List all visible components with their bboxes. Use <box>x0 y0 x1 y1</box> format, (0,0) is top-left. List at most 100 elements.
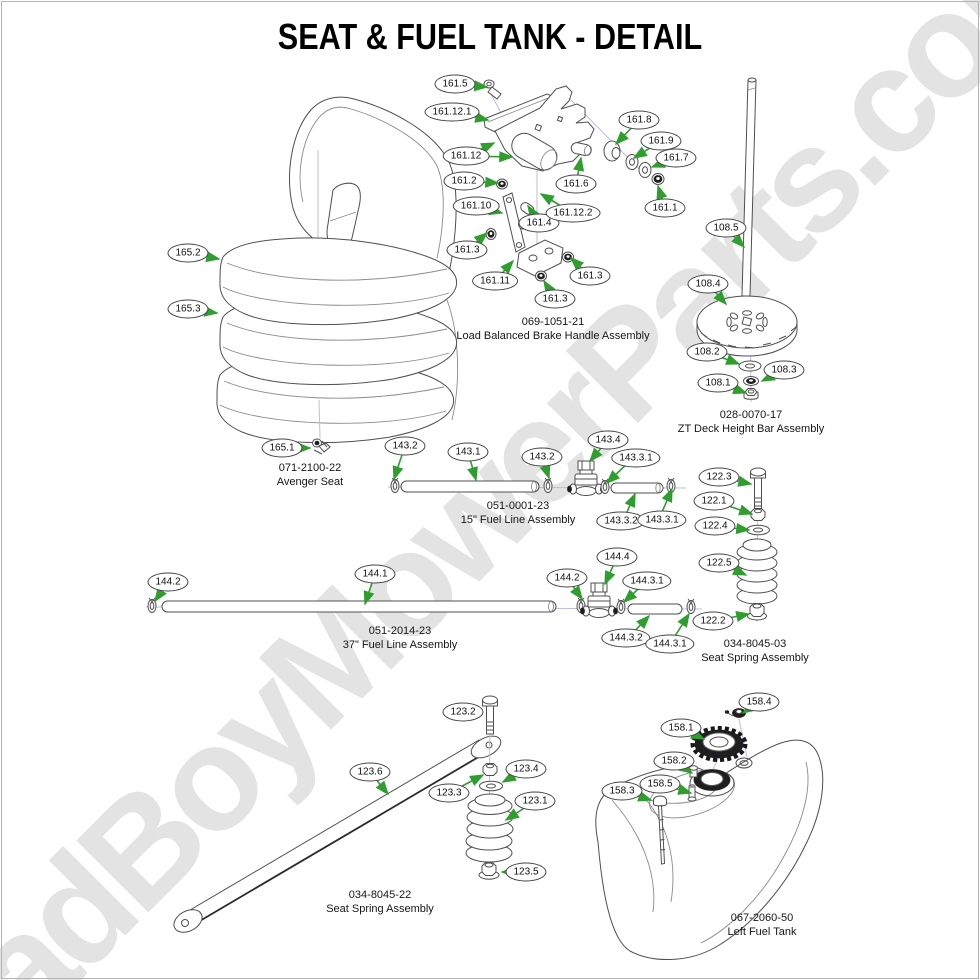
height-bar-rod <box>741 79 757 297</box>
seat-part-number: 071-2100-22 <box>278 462 342 474</box>
callout-161-9: 161.9 <box>640 131 682 151</box>
fuel-tank-label: 067-2060-50 Left Fuel Tank <box>728 911 797 940</box>
spring-122-5 <box>736 538 778 605</box>
bolt-158-3 <box>653 795 667 865</box>
callout-143-2-b: 143.2 <box>521 447 563 467</box>
callout-161-11: 161.11 <box>472 271 518 291</box>
callout-161-12-1: 161.12.1 <box>424 102 480 122</box>
callout-161-5: 161.5 <box>434 74 476 94</box>
washer-108-2 <box>738 360 762 372</box>
callout-158-5: 158.5 <box>639 774 681 794</box>
callout-144-1: 144.1 <box>354 564 396 584</box>
filler-neck <box>689 769 735 797</box>
callout-122-2: 122.2 <box>692 611 734 631</box>
pin-161-6 <box>570 142 593 157</box>
callout-123-1: 123.1 <box>514 791 556 811</box>
callout-108-3: 108.3 <box>763 360 805 380</box>
fuel-hose-37 <box>161 600 557 613</box>
callout-122-1: 122.1 <box>693 491 735 511</box>
brake-handle-label: 069-1051-21 Load Balanced Brake Handle A… <box>456 315 649 344</box>
fuel-tank-part-number: 067-2060-50 <box>730 912 794 924</box>
link-arm-161-10 <box>502 192 526 253</box>
callout-123-3: 123.3 <box>428 783 470 803</box>
brake-handle-name: Load Balanced Brake Handle Assembly <box>456 330 650 343</box>
fuel-line-15-part-number: 051-0001-23 <box>486 500 550 512</box>
page-title: SEAT & FUEL TANK - DETAIL <box>277 16 703 57</box>
bushing-161-3b <box>535 270 547 282</box>
callout-161-12-2: 161.12.2 <box>545 203 601 223</box>
seat-spring-22-name: Seat Spring Assembly <box>326 903 434 916</box>
fuel-line-15-label: 051-0001-23 15" Fuel Line Assembly <box>461 499 576 528</box>
grommet-158-4 <box>724 708 746 718</box>
callout-143-2-a: 143.2 <box>384 436 426 456</box>
nut-161-2 <box>496 178 508 190</box>
nut-108-1 <box>743 388 759 400</box>
fuel-line-15-name: 15" Fuel Line Assembly <box>460 514 576 527</box>
callout-158-4: 158.4 <box>738 692 780 712</box>
lock-washer-108-3 <box>743 376 759 386</box>
fuel-cap-158-1 <box>690 726 748 762</box>
callout-143-3-1-b: 143.3.1 <box>637 510 687 530</box>
fuel-hose-short <box>610 482 664 494</box>
spring-123-1 <box>465 793 514 863</box>
callout-144-3-1-a: 144.3.1 <box>622 571 672 591</box>
callout-144-4: 144.4 <box>596 547 638 567</box>
seat-spring-03-part-number: 034-8045-03 <box>723 638 787 650</box>
callout-161-3-a: 161.3 <box>446 240 488 260</box>
callout-143-4: 143.4 <box>587 430 629 450</box>
fuel-line-15-drawing <box>387 460 687 496</box>
callout-122-3: 122.3 <box>698 467 740 487</box>
fuel-hose-15 <box>400 480 540 493</box>
fuel-filter-144-4 <box>580 582 618 618</box>
callout-165-1: 165.1 <box>261 438 303 458</box>
callout-161-6: 161.6 <box>555 174 597 194</box>
seat-name: Avenger Seat <box>276 476 344 489</box>
fuel-line-37-drawing <box>145 582 703 618</box>
callout-165-3: 165.3 <box>167 299 209 319</box>
seat-drawing <box>216 96 459 455</box>
callout-143-3-2: 143.3.2 <box>596 511 646 531</box>
deck-height-bar-name: ZT Deck Height Bar Assembly <box>677 423 825 436</box>
callout-161-7: 161.7 <box>655 148 697 168</box>
brake-handle-drawing <box>483 79 665 282</box>
washer-123-4 <box>479 780 503 792</box>
callout-161-8: 161.8 <box>618 110 660 130</box>
callout-122-5: 122.5 <box>698 553 740 573</box>
deck-height-bar-label: 028-0070-17 ZT Deck Height Bar Assembly <box>678 408 825 437</box>
callout-143-1: 143.1 <box>447 442 489 462</box>
grip-tube <box>511 132 558 171</box>
fuel-line-37-name: 37" Fuel Line Assembly <box>342 639 458 652</box>
callout-144-3-2: 144.3.2 <box>601 628 651 648</box>
strap-123-6 <box>173 735 502 933</box>
callout-161-1: 161.1 <box>644 198 686 218</box>
seat-spring-22-part-number: 034-8045-22 <box>348 889 412 901</box>
callout-161-10: 161.10 <box>452 196 500 216</box>
seat-clip-part <box>312 438 331 455</box>
flange-nut-122-2 <box>747 603 767 621</box>
fuel-tank-drawing <box>595 708 824 960</box>
fuel-line-37-label: 051-2014-23 37" Fuel Line Assembly <box>343 624 458 653</box>
seat-spring-03-name: Seat Spring Assembly <box>701 652 809 665</box>
bushing-161-8 <box>603 140 621 162</box>
nut-123-3 <box>482 763 498 776</box>
seat-spring-22-label: 034-8045-22 Seat Spring Assembly <box>326 888 434 917</box>
callout-108-5: 108.5 <box>705 218 747 238</box>
callout-108-4: 108.4 <box>687 274 729 294</box>
callout-123-2: 123.2 <box>442 702 484 722</box>
callout-122-4: 122.4 <box>694 516 736 536</box>
bolt-123-2 <box>482 695 498 735</box>
callout-158-3: 158.3 <box>601 781 643 801</box>
deck-height-bar-part-number: 028-0070-17 <box>719 409 783 421</box>
callout-158-2: 158.2 <box>653 751 695 771</box>
flange-nut-123-5 <box>478 862 500 880</box>
callout-144-2-b: 144.2 <box>546 568 588 588</box>
bolt-122-3 <box>750 467 766 511</box>
seat-spring-03-drawing <box>736 467 778 623</box>
nut-122-1 <box>750 508 766 521</box>
fuel-filter-143-4 <box>567 460 605 496</box>
seat-label: 071-2100-22 Avenger Seat <box>277 461 343 490</box>
callout-123-6: 123.6 <box>349 762 391 782</box>
callout-161-12: 161.12 <box>442 146 490 166</box>
